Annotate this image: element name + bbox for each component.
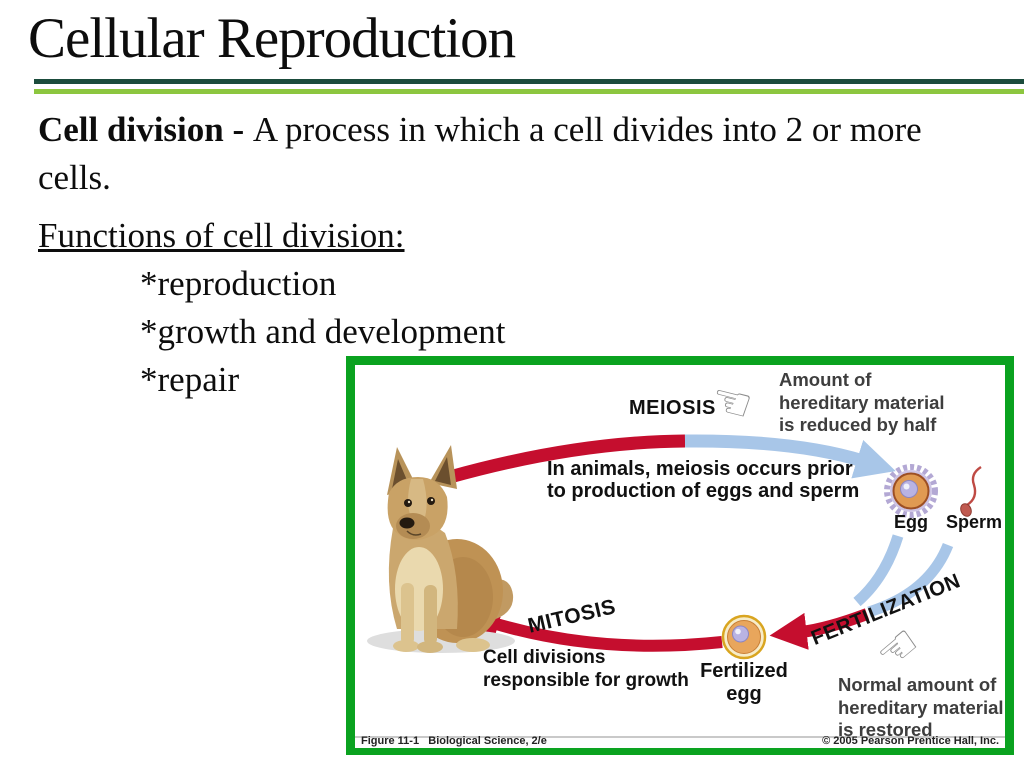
meiosis-label: MEIOSIS (629, 397, 716, 419)
fertilization-annotation: Normal amount of hereditary material is … (838, 674, 1004, 740)
function-item-reproduction: *reproduction (140, 264, 337, 303)
meiosis-arc-blue (684, 434, 896, 479)
definition-rest: A process in which a cell divides into 2… (38, 110, 922, 197)
fertilized-egg-label: Fertilized egg (700, 660, 788, 705)
light-green-rule (34, 89, 1024, 94)
meiosis-annotation: Amount of hereditary material is reduced… (779, 369, 945, 435)
functions-heading: Functions of cell division: (38, 216, 405, 255)
egg-cell (884, 464, 938, 518)
life-cycle-figure: MEIOSIS ☜ Amount of hereditary material … (346, 356, 1014, 755)
function-item-repair: *repair (140, 360, 240, 399)
fertilization-arc-red (769, 608, 870, 650)
dog-illustration (367, 445, 515, 653)
mitosis-arc (462, 606, 723, 652)
functions-list: *reproduction *growth and development *r… (140, 260, 505, 404)
caption-separator (355, 736, 1005, 748)
egg-label: Egg (894, 512, 928, 532)
fertilization-band-sperm (867, 542, 954, 618)
meiosis-arc-red (448, 434, 686, 484)
figure-copyright: © 2005 Pearson Prentice Hall, Inc. (822, 735, 999, 747)
slide-title: Cellular Reproduction (28, 7, 516, 70)
figure-artwork (367, 434, 982, 660)
sperm-cell (960, 465, 982, 517)
sperm-label: Sperm (945, 512, 1003, 532)
mitosis-caption: Cell divisions responsible for growth (483, 647, 689, 691)
definition-term: Cell division - (38, 110, 253, 149)
definition-text: Cell division - A process in which a cel… (38, 106, 1003, 202)
fertilized-egg-cell (721, 614, 767, 660)
figure-credit: Figure 11-1 Biological Science, 2/e (361, 735, 547, 747)
fertilization-band-egg (853, 534, 904, 607)
dark-green-rule (34, 79, 1024, 84)
meiosis-caption: In animals, meiosis occurs prior to prod… (547, 458, 860, 502)
function-item-growth: *growth and development (140, 312, 506, 351)
